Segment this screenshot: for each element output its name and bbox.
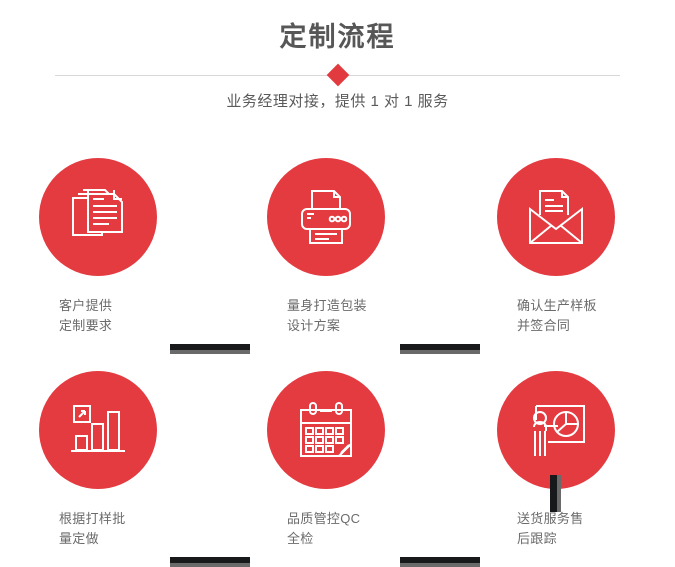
page-header: 定制流程 业务经理对接，提供 1 对 1 服务 xyxy=(0,0,675,140)
bar-chart-growth-icon xyxy=(66,398,130,462)
documents-stack-icon xyxy=(66,185,130,249)
step-2-label: 量身打造包装 设计方案 xyxy=(287,298,367,333)
step-6-label: 送货服务售 后跟踪 xyxy=(517,511,584,546)
step-5-icon-circle xyxy=(267,371,385,489)
connector-step1-step2 xyxy=(170,344,250,354)
step-3-icon-circle xyxy=(497,158,615,276)
connector-shadow xyxy=(400,563,480,567)
connector-shadow xyxy=(400,350,480,354)
step-2-icon-circle xyxy=(267,158,385,276)
connector-bar xyxy=(400,344,480,350)
connector-bar xyxy=(550,475,557,512)
step-4-label: 根据打样批 量定做 xyxy=(59,511,126,546)
calendar-icon xyxy=(294,398,358,462)
connector-shadow xyxy=(170,563,250,567)
step-6-icon-circle xyxy=(497,371,615,489)
step-3-label: 确认生产样板 并签合同 xyxy=(517,298,597,333)
connector-shadow xyxy=(557,475,561,512)
connector-step5-step6 xyxy=(400,557,480,567)
presenter-pie-chart-icon xyxy=(524,398,588,462)
step-1-icon-circle xyxy=(39,158,157,276)
step-4-icon-circle xyxy=(39,371,157,489)
connector-shadow xyxy=(170,350,250,354)
page-subtitle: 业务经理对接，提供 1 对 1 服务 xyxy=(226,93,449,110)
diamond-marker-icon xyxy=(326,63,350,87)
header-divider xyxy=(55,63,620,88)
page-title: 定制流程 xyxy=(279,22,396,52)
connector-step4-step5 xyxy=(170,557,250,567)
connector-step3-step6 xyxy=(550,475,561,512)
process-steps: 客户提供 定制要求 量身打造包装 设计方案 xyxy=(0,140,675,567)
connector-step2-step3 xyxy=(400,344,480,354)
printer-icon xyxy=(294,185,358,249)
envelope-letter-icon xyxy=(524,185,588,249)
step-5-label: 品质管控QC 全检 xyxy=(287,511,361,546)
step-1-label: 客户提供 定制要求 xyxy=(59,298,113,333)
connector-bar xyxy=(170,344,250,350)
